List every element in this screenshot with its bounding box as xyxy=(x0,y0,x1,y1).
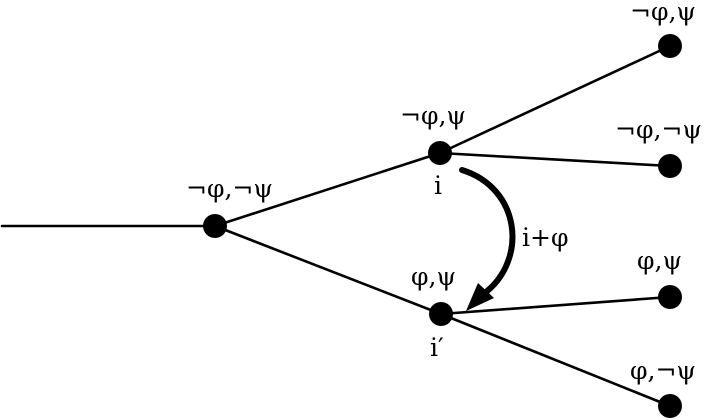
node-leaf-3 xyxy=(658,285,682,309)
edge-root-i-prime xyxy=(213,224,443,316)
name-i-prime: i′ xyxy=(430,333,444,362)
label-leaf-4: φ,¬ψ xyxy=(630,356,696,385)
node-leaf-1 xyxy=(658,34,682,58)
label-leaf-3: φ,ψ xyxy=(637,246,682,275)
node-i-prime xyxy=(429,302,453,326)
label-root: ¬φ,¬ψ xyxy=(186,174,273,203)
edge-i-prime-leaf-3 xyxy=(439,295,672,316)
name-i: i xyxy=(434,171,442,200)
node-i xyxy=(428,141,452,165)
edge-i-prime-leaf-4 xyxy=(439,312,672,408)
arrowhead xyxy=(466,283,494,311)
edge-i-leaf-2 xyxy=(438,151,672,168)
edge-i-leaf-1 xyxy=(438,44,672,155)
label-i: ¬φ,ψ xyxy=(400,101,466,130)
node-root xyxy=(203,214,227,238)
label-i-prime: φ,ψ xyxy=(411,262,456,291)
label-leaf-1: ¬φ,ψ xyxy=(630,0,696,26)
arrow-label: i+φ xyxy=(522,223,568,252)
node-leaf-2 xyxy=(658,154,682,178)
label-leaf-2: ¬φ,¬ψ xyxy=(615,115,702,144)
node-leaf-4 xyxy=(658,394,682,418)
edge-root-i xyxy=(213,151,442,228)
arrow-i-to-i-prime xyxy=(459,167,516,295)
